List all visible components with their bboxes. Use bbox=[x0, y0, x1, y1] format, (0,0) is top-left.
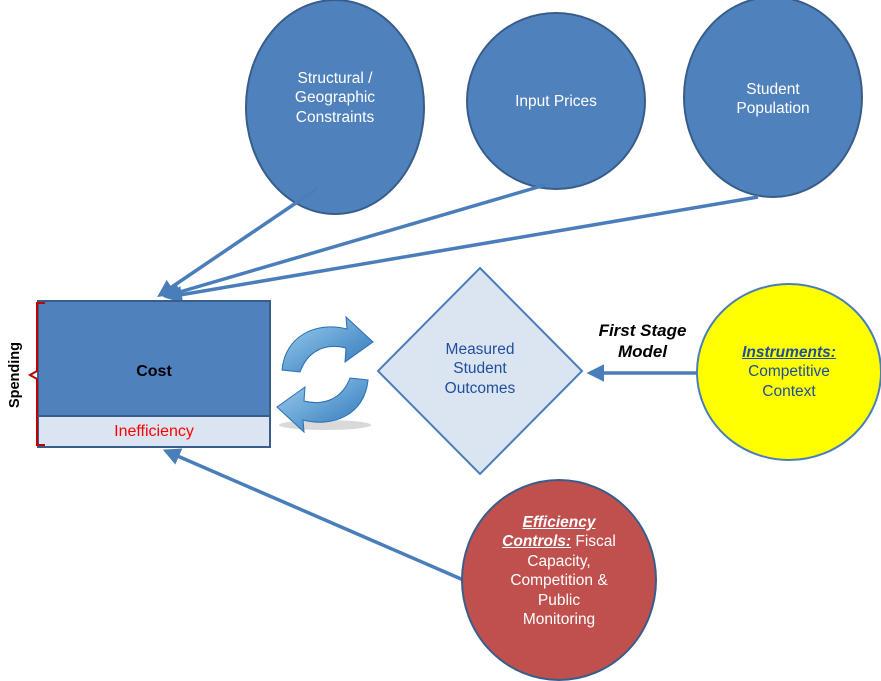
student-population-node bbox=[683, 0, 863, 198]
measured-outcomes-diamond bbox=[376, 266, 584, 476]
efficiency-controls-node bbox=[461, 479, 657, 681]
input-prices-node bbox=[466, 12, 646, 190]
refresh-arrows-icon bbox=[276, 315, 374, 434]
efficiency-controls-label: Efficiency Controls: Fiscal Capacity, Co… bbox=[502, 514, 616, 628]
inefficiency-label: Inefficiency bbox=[114, 423, 194, 440]
cost-label: Cost bbox=[136, 363, 172, 380]
spending-bracket bbox=[27, 302, 45, 446]
cost-box bbox=[37, 300, 271, 417]
arrow-efficiency-to-inefficiency bbox=[162, 448, 469, 584]
first-stage-model-label: First Stage Model bbox=[598, 321, 687, 362]
arrow-population-to-cost bbox=[164, 195, 759, 304]
student-population-label: Student Population bbox=[736, 81, 810, 118]
instruments-node bbox=[696, 283, 881, 461]
inefficiency-box bbox=[37, 415, 271, 448]
structural-constraints-node bbox=[245, 0, 425, 215]
structural-constraints-label: Structural / Geographic Constraints bbox=[294, 70, 376, 126]
arrow-structural-to-cost bbox=[157, 186, 319, 297]
measured-outcomes-label: Measured Student Outcomes bbox=[444, 341, 516, 397]
spending-label: Spending bbox=[7, 341, 23, 409]
input-prices-label: Input Prices bbox=[515, 93, 597, 110]
instruments-label: Instruments: Competitive Context bbox=[742, 344, 836, 400]
arrow-input-prices-to-cost bbox=[162, 183, 546, 301]
